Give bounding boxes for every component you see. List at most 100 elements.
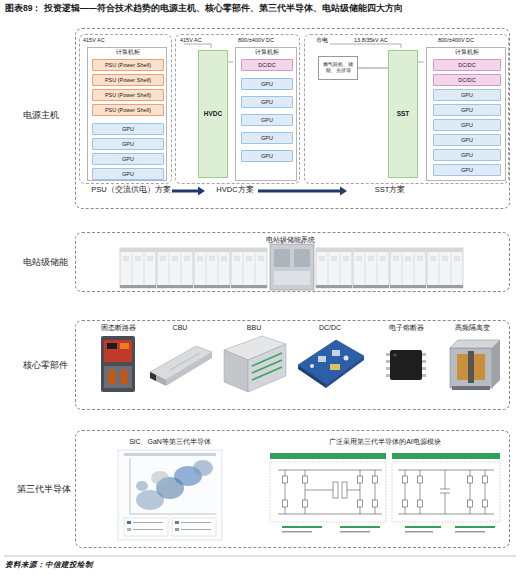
feed-line <box>330 44 401 48</box>
scheme-box: 415V AC800/±400V DCHVDC计算机柜DC/DCGPUGPUGP… <box>175 34 300 184</box>
psu-box: PSU (Power Shelf) <box>92 104 164 116</box>
node-text: HVDC <box>204 110 222 117</box>
cbu-illustration <box>150 346 212 386</box>
node-text: PSU (Power Shelf) <box>105 77 151 83</box>
semiconductor-chart <box>172 518 216 536</box>
circuit-schematic <box>347 490 360 491</box>
circuit-schematic <box>468 500 473 507</box>
section-band: 核心零部件 <box>75 320 510 410</box>
gpu-box: GPU <box>92 168 164 180</box>
storage-illustration <box>270 244 314 290</box>
node-text: GPU <box>261 99 273 105</box>
storage-illustration <box>231 248 267 288</box>
semiconductor-chart <box>181 522 211 523</box>
label-text: PSU（交流供电）方案 <box>86 186 176 195</box>
storage-illustration <box>316 248 352 288</box>
storage-illustration <box>120 240 463 290</box>
efuse-illustration <box>422 374 426 377</box>
gpu-box: GPU <box>433 134 501 146</box>
breaker-illustration <box>120 343 129 349</box>
dcdc-box: DC/DC <box>241 59 293 71</box>
flow-arrow <box>198 187 205 196</box>
label-text: HVDC方案 <box>205 186 265 195</box>
storage-illustration <box>353 248 389 288</box>
node-text: 415V AC <box>83 37 123 43</box>
transformer-illustration <box>450 340 500 348</box>
semiconductor-chart <box>124 453 216 456</box>
dcdc-illustration <box>298 340 364 384</box>
circuit-schematic <box>270 462 386 522</box>
circuit-schematic <box>445 493 446 514</box>
flow-arrow <box>172 190 198 193</box>
node-text: GPU <box>261 135 273 141</box>
node-text: GPU <box>261 117 273 123</box>
efuse-illustration <box>386 353 390 356</box>
scheme-box: 市电13.8/35kV AC800/±400V DC燃气轮机、储能、光伏等SST… <box>304 34 509 184</box>
storage-illustration <box>274 271 310 285</box>
bbu-illustration <box>252 353 282 366</box>
circuit-schematic <box>373 476 378 483</box>
node-text: DC/DC <box>458 77 475 83</box>
gpu-box: GPU <box>92 153 164 165</box>
storage-illustration <box>120 248 156 288</box>
efuse-illustration <box>386 367 390 370</box>
cbu-illustration <box>150 372 166 386</box>
semiconductor-chart <box>151 471 169 485</box>
dcdc-illustration <box>326 356 364 388</box>
label-text: 电站级储能系统 <box>240 236 340 244</box>
gpu-box: GPU <box>433 104 501 116</box>
circuit-schematic <box>403 476 408 483</box>
semiconductor-chart <box>175 521 179 524</box>
semiconductor-chart <box>175 528 179 531</box>
breaker-illustration <box>107 343 117 349</box>
node-text: GPU <box>122 156 134 162</box>
circuit-schematic <box>398 470 494 471</box>
label-text: BBU <box>234 324 274 332</box>
flow-arrow <box>340 187 347 196</box>
circuit-schematic <box>392 453 500 459</box>
dcdc-box: DC/DC <box>433 59 501 71</box>
dcdc-illustration <box>318 356 326 362</box>
cbu-illustration <box>170 353 200 370</box>
efuse-illustration <box>422 367 426 370</box>
bbu-illustration <box>248 344 286 392</box>
label-text: 高频隔离变 <box>446 324 498 332</box>
circuit-schematic <box>373 500 378 507</box>
efuse-illustration <box>386 360 390 363</box>
node-text: 核心零部件 <box>23 361 73 371</box>
circuit-schematic <box>483 476 488 483</box>
circuit-schematic <box>282 531 312 533</box>
semiconductor-chart <box>136 481 148 491</box>
circuit-schematic <box>282 526 322 528</box>
storage-illustration <box>390 248 426 288</box>
node-text: 800/±400V DC <box>438 37 498 43</box>
semiconductor-chart <box>127 528 131 531</box>
section-band: 第三代半导体 <box>75 430 510 548</box>
footer-rule <box>4 556 516 557</box>
node-text: GPU <box>461 137 473 143</box>
gpu-box: GPU <box>241 96 293 108</box>
gpu-box: GPU <box>241 132 293 144</box>
psu-box: PSU (Power Shelf) <box>92 89 164 101</box>
node-text: PSU (Power Shelf) <box>105 92 151 98</box>
node-text: PSU (Power Shelf) <box>105 62 151 68</box>
storage-illustration <box>427 248 463 288</box>
semiconductor-chart <box>133 529 163 530</box>
circuit-schematic <box>358 476 363 483</box>
transformer-illustration <box>452 386 490 390</box>
converter-box: HVDC <box>198 50 228 178</box>
node-text: GPU <box>122 141 134 147</box>
transformer-illustration <box>492 340 500 388</box>
circuit-schematic <box>468 476 473 483</box>
circuit-schematic <box>392 462 500 522</box>
dcdc-illustration <box>310 364 314 368</box>
transformer-illustration <box>450 340 500 390</box>
section-band: 电源主机415V AC计算机柜PSU (Power Shelf)PSU (Pow… <box>75 28 510 209</box>
node-text: 第三代半导体 <box>17 485 75 495</box>
circuit-schematic <box>305 490 333 491</box>
feed-line <box>184 44 211 48</box>
circuit-schematic <box>405 531 433 533</box>
circuit-schematic <box>418 476 423 483</box>
